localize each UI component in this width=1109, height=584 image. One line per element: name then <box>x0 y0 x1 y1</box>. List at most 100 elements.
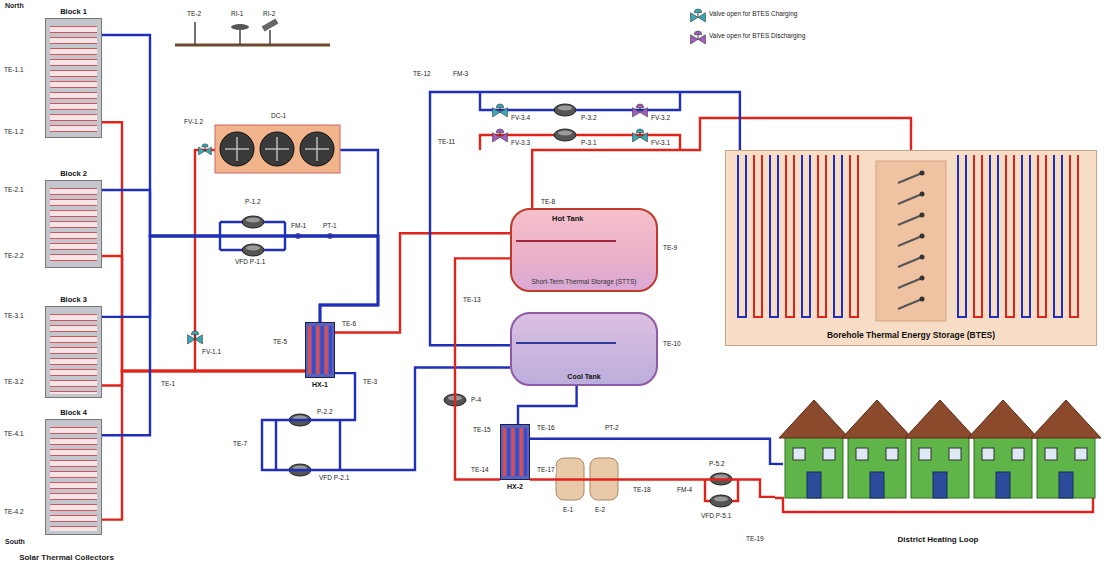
pipe-connector <box>102 190 378 322</box>
borehole-loop <box>1070 155 1078 317</box>
tag-label: TE-2 <box>186 10 202 18</box>
pipe-connector <box>102 256 305 371</box>
tag-label: DC-1 <box>270 112 287 120</box>
tag-label: FV-3.2 <box>650 114 671 122</box>
tag-label: E-1 <box>562 506 574 514</box>
tag-label: TE-5 <box>272 338 288 346</box>
btes-valve-network-part <box>633 104 648 117</box>
temperature-probe <box>898 278 922 288</box>
heat-exchanger: HX-1 <box>305 322 335 392</box>
btes-valve-network-part <box>480 135 680 150</box>
sensor-strip-part <box>239 30 241 45</box>
tag-label: TE-3 <box>362 378 378 386</box>
temperature-probe <box>898 257 922 267</box>
house <box>1031 400 1101 498</box>
houses-art <box>775 388 1101 516</box>
tank-inlet-pipe <box>516 342 616 344</box>
borehole-loop <box>818 155 826 317</box>
tag-label: TE-12 <box>412 70 432 78</box>
probe-tip <box>920 192 925 197</box>
borehole-loop <box>754 155 762 317</box>
load-side-equipment <box>444 394 738 507</box>
collector-block: Block 2 <box>45 168 102 268</box>
borehole-loop <box>974 155 982 317</box>
probe-tip <box>920 234 925 239</box>
hot-tank: Hot TankShort-Term Thermal Storage (STTS… <box>510 208 658 292</box>
tag-label: VFD P-5.1 <box>700 512 732 520</box>
hx-casing <box>501 425 530 480</box>
tag-label: FV-3.4 <box>510 114 531 122</box>
tag-label: TE-7 <box>232 440 248 448</box>
pipe-connector <box>335 233 510 332</box>
loop-title: District Heating Loop <box>775 535 1101 545</box>
pipe-connector <box>102 122 305 371</box>
pipe-connector <box>102 236 378 435</box>
tag-label: FM-3 <box>452 70 469 78</box>
pipe-connector <box>430 92 740 345</box>
collector-tubes <box>50 423 97 531</box>
probe-tip <box>920 276 925 281</box>
hx-plate <box>321 326 324 374</box>
tag-label: TE-19 <box>745 535 765 543</box>
temperature-probe <box>898 236 922 246</box>
temperature-probe <box>898 215 922 225</box>
block-heading: Block 1 <box>37 6 110 17</box>
sensor-strip-part <box>262 18 279 31</box>
tag-label: FV-3.3 <box>510 139 531 147</box>
tag-label: VFD P-2.1 <box>318 474 350 482</box>
hx-label: HX-2 <box>490 482 540 491</box>
tag-label: PT-1 <box>322 222 338 230</box>
tag-label: FM-1 <box>290 222 307 230</box>
tag-label: TE-10 <box>662 340 682 348</box>
tag-label: TE-2.2 <box>3 252 25 260</box>
hx-casing <box>306 323 335 378</box>
tag-label: PT-2 <box>604 424 620 432</box>
borehole-loop <box>1006 155 1014 317</box>
tag-label: P-4 <box>470 396 482 404</box>
borehole-loop <box>1022 155 1030 317</box>
sensor-strip-part <box>269 30 271 45</box>
probe-tip <box>920 171 925 176</box>
borehole-loop <box>802 155 810 317</box>
dry-cooler-part <box>215 125 340 173</box>
heat-exchanger-art <box>500 424 530 480</box>
tag-label: TE-1.2 <box>3 128 25 136</box>
hx-plate <box>511 428 514 476</box>
dry-cooler <box>188 125 378 371</box>
pipe-connector <box>518 386 577 424</box>
block-heading: Block 2 <box>37 168 110 179</box>
borehole-loop <box>786 155 794 317</box>
hx-plate <box>503 428 506 476</box>
probe-zone <box>876 161 946 321</box>
collector-tubes <box>50 184 97 264</box>
hx-plate <box>308 326 311 374</box>
tag-label: TE-2.1 <box>3 186 25 194</box>
borehole-art <box>726 151 1098 347</box>
borehole-loop <box>1054 155 1062 317</box>
probe-tip <box>920 297 925 302</box>
tag-label: TE-3.1 <box>3 312 25 320</box>
collector-tubes <box>50 310 97 394</box>
section-caption: Solar Thermal Collectors <box>18 553 115 563</box>
hx-plate <box>316 326 319 374</box>
direction-label: North <box>4 2 25 10</box>
tank-title: Hot Tank <box>552 214 584 223</box>
sensor-strip-part <box>175 44 330 47</box>
borehole-loop <box>770 155 778 317</box>
sensor-strip-part <box>194 22 196 45</box>
dry-cooler-part <box>225 137 329 161</box>
temperature-probe <box>898 194 922 204</box>
charging-pumps <box>276 414 340 476</box>
tag-label: TE-4.2 <box>3 508 25 516</box>
tag-label: TE-1 <box>160 380 176 388</box>
btes-valve-network-part <box>493 129 508 142</box>
tag-label: P-2.2 <box>316 408 334 416</box>
tag-label: TE-16 <box>536 424 556 432</box>
btes-valve-network-part <box>480 92 680 110</box>
legend-valves-part <box>691 31 706 44</box>
borehole-loop <box>990 155 998 317</box>
borehole-loop <box>958 155 966 317</box>
collector-panel <box>45 306 102 398</box>
hx-plate <box>507 428 510 476</box>
tag-label: VFD P-1.1 <box>234 258 266 266</box>
